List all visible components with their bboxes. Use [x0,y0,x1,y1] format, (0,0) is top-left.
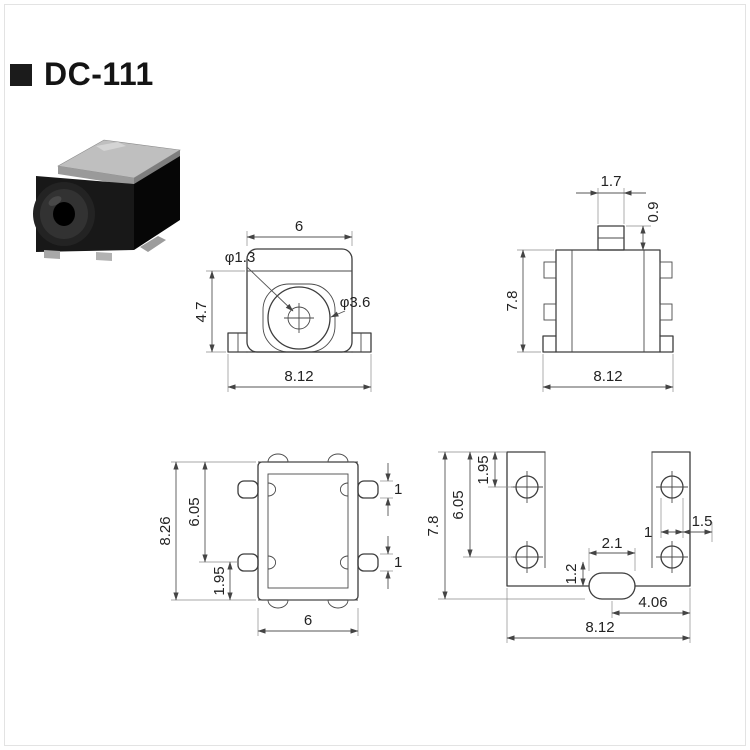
top-pin [357,480,379,499]
fp-dim-pad-span: 6.05 [450,490,467,519]
side-foot-right [659,335,674,353]
side-view: 1.7 0.9 7.8 8.12 [504,173,674,392]
fp-dim-pad-edge: 1.5 [692,513,713,530]
product-photo [33,139,181,261]
page-title: DC-111 [44,56,154,92]
front-body [246,248,353,353]
fp-dim-total-height: 7.8 [425,516,442,537]
front-foot-right [351,332,372,353]
side-latch [659,303,673,321]
front-view: 6 4.7 8.12 φ1.3 φ3.6 [193,218,372,392]
jack-pin-middle [96,252,112,261]
jack-lid-tab [96,142,126,151]
top-dim-width: 6 [304,612,312,629]
footprint-slot [588,572,636,600]
front-dim-bottom-width: 8.12 [284,368,313,385]
jack-highlight [48,196,62,206]
top-inner-outline [267,473,349,589]
fp-dim-pad-offset: 1.95 [475,455,492,484]
top-body [257,461,359,601]
fp-dim-slot-to-edge: 4.06 [638,594,667,611]
jack-body-side [134,156,180,250]
footprint-view: 1.95 6.05 7.8 1.2 2.1 1 1.5 4.06 [425,451,713,643]
side-latch [543,303,557,321]
title-bullet-square [10,63,32,86]
front-dim-pin-dia: φ1.3 [225,249,256,266]
fp-dim-slot-width: 2.1 [602,535,623,552]
jack-pin-right [140,236,166,252]
front-foot-left [227,332,248,353]
side-latch [543,261,557,279]
jack-barrel-hole [53,202,75,226]
side-latch [659,261,673,279]
front-dim-top-width: 6 [295,218,303,235]
fp-dim-total-width: 8.12 [585,619,614,636]
footprint-outline-right [634,451,691,587]
front-barrel-circle [267,286,331,350]
top-dim-pin-width-1: 1 [394,481,402,498]
front-dim-height: 4.7 [193,302,210,323]
top-pin [237,553,259,572]
top-dim-total-height: 8.26 [157,516,174,545]
footprint-outline-left [506,451,590,587]
side-foot-left [542,335,557,353]
side-dim-tab-height: 0.9 [645,202,662,223]
top-pin [357,553,379,572]
jack-lid-edge-front [58,166,134,186]
fp-dim-slot-offset: 1.2 [563,564,580,585]
page-header: DC-111 [10,56,154,93]
top-dim-pin-offset: 1.95 [211,566,228,595]
side-dim-tab-width: 1.7 [601,173,622,190]
side-dim-height: 7.8 [504,291,521,312]
top-view: 8.26 6.05 1.95 6 1 1 [157,453,402,636]
jack-pin-left [44,250,60,259]
top-dim-pin-width-2: 1 [394,554,402,571]
side-dim-bottom-width: 8.12 [593,368,622,385]
top-pin [237,480,259,499]
top-dim-inner-height: 6.05 [186,497,203,526]
fp-dim-pad-width: 1 [644,524,652,541]
front-dim-barrel-dia: φ3.6 [340,294,371,311]
